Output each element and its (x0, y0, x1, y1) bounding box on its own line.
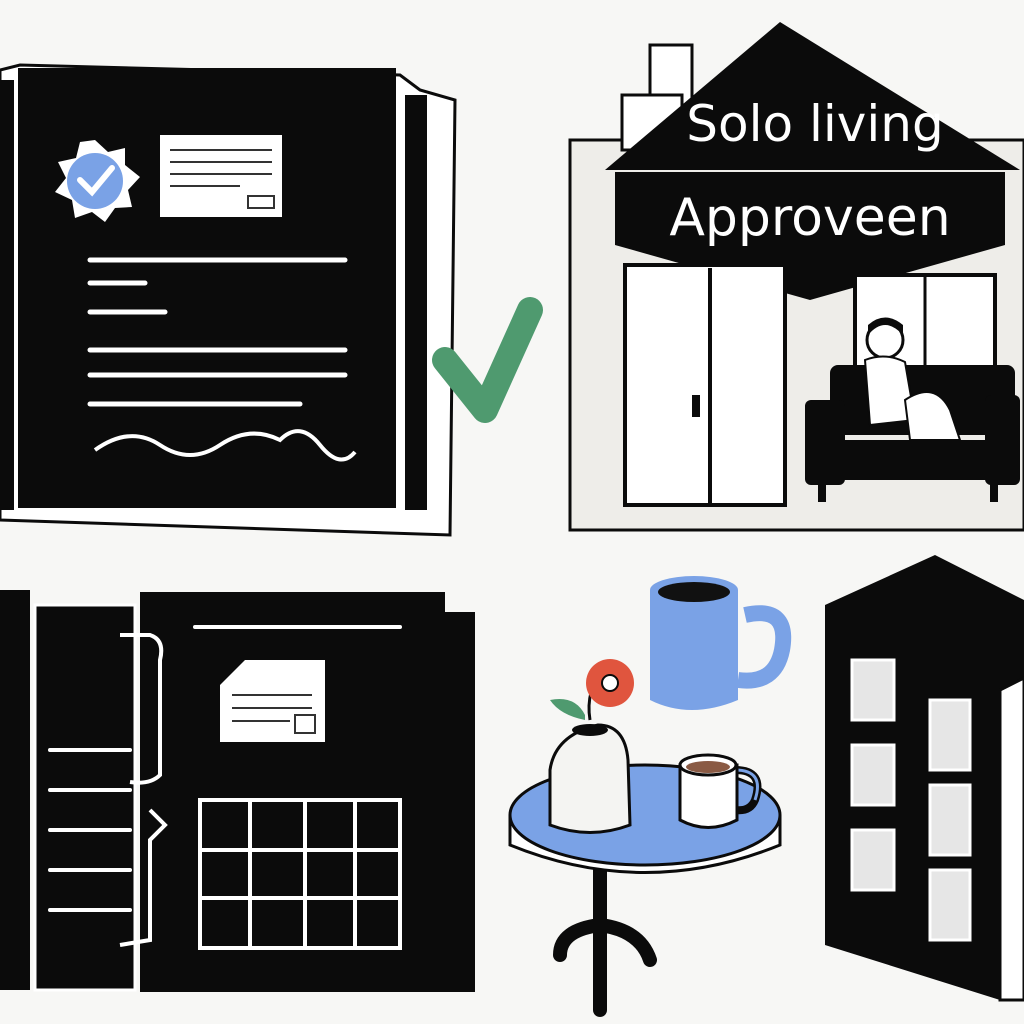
coffee-cup-icon (678, 753, 762, 829)
document-icon (220, 660, 325, 742)
open-book-icon (0, 63, 457, 537)
binder-icon (0, 590, 475, 992)
sofa-icon (805, 317, 1020, 502)
house-icon (568, 22, 1024, 532)
checkmark-icon (432, 297, 543, 423)
coffee-mug-icon (650, 576, 792, 710)
sign-line-1: Solo living (686, 95, 944, 153)
apartment-building-icon (825, 555, 1024, 1002)
verified-badge-icon (55, 140, 140, 222)
sign-line-2: Approveen (669, 188, 951, 248)
vase-flower-icon (548, 659, 634, 834)
calendar-grid-icon (198, 798, 402, 950)
